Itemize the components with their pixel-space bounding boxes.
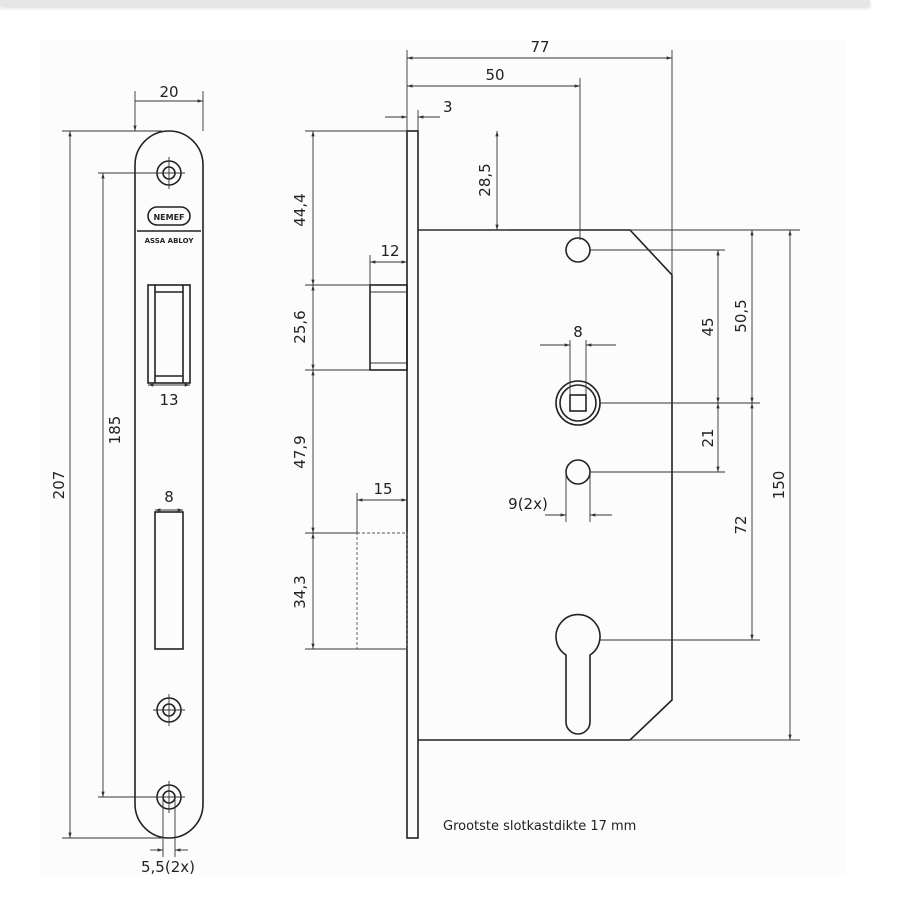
dim-latch-width: 13 (159, 391, 178, 409)
cylinder-cutout (555, 613, 601, 735)
dim-holes: 9(2x) (508, 495, 548, 513)
top-bar (0, 0, 870, 6)
dim-backset: 50 (485, 66, 504, 84)
dim-latch-height: 25,6 (291, 310, 309, 343)
dim-screw-hole: 5,5(2x) (141, 858, 195, 876)
latch-opening (147, 284, 191, 384)
dim-spindle-to-cylinder: 72 (732, 515, 750, 534)
dim-bolt-height: 34,3 (291, 575, 309, 608)
case-thickness-note: Grootste slotkastdikte 17 mm (443, 819, 636, 834)
dim-spindle: 8 (573, 323, 583, 341)
dim-top-to-case: 28,5 (476, 163, 494, 196)
latch (369, 284, 408, 371)
screw-hole-icon (153, 694, 185, 726)
dim-spindle-to-hole: 21 (699, 428, 717, 447)
dim-case-to-spindle: 50,5 (732, 299, 750, 332)
side-dimensions: 77 50 3 28,5 44,4 25,6 47,9 34,3 12 15 8… (291, 38, 800, 741)
dim-latch-projection: 12 (380, 242, 399, 260)
dim-width: 20 (159, 83, 178, 101)
dim-bolt-projection: 15 (373, 480, 392, 498)
dim-screw-span: 185 (106, 416, 124, 445)
brand-sub: ASSA ABLOY (145, 237, 195, 245)
dim-hole-to-spindle: 45 (699, 317, 717, 336)
bolt-opening (154, 511, 184, 650)
dim-bolt-width: 8 (164, 488, 174, 506)
dim-top-to-latch: 44,4 (291, 193, 309, 226)
faceplate: NEMEF ASSA ABLOY (134, 130, 204, 839)
dim-depth-total: 77 (530, 38, 549, 56)
logo-oval (147, 206, 191, 226)
lock-case (356, 130, 673, 839)
dim-case-height: 150 (770, 471, 788, 500)
brand-logo: NEMEF (153, 213, 184, 222)
front-dimensions: 20 207 185 13 8 5,5(2x) (50, 83, 203, 876)
dim-plate-thickness: 3 (443, 98, 453, 116)
dim-height: 207 (50, 471, 68, 500)
dim-latch-to-bolt: 47,9 (291, 435, 309, 468)
drawing-background (40, 40, 845, 875)
